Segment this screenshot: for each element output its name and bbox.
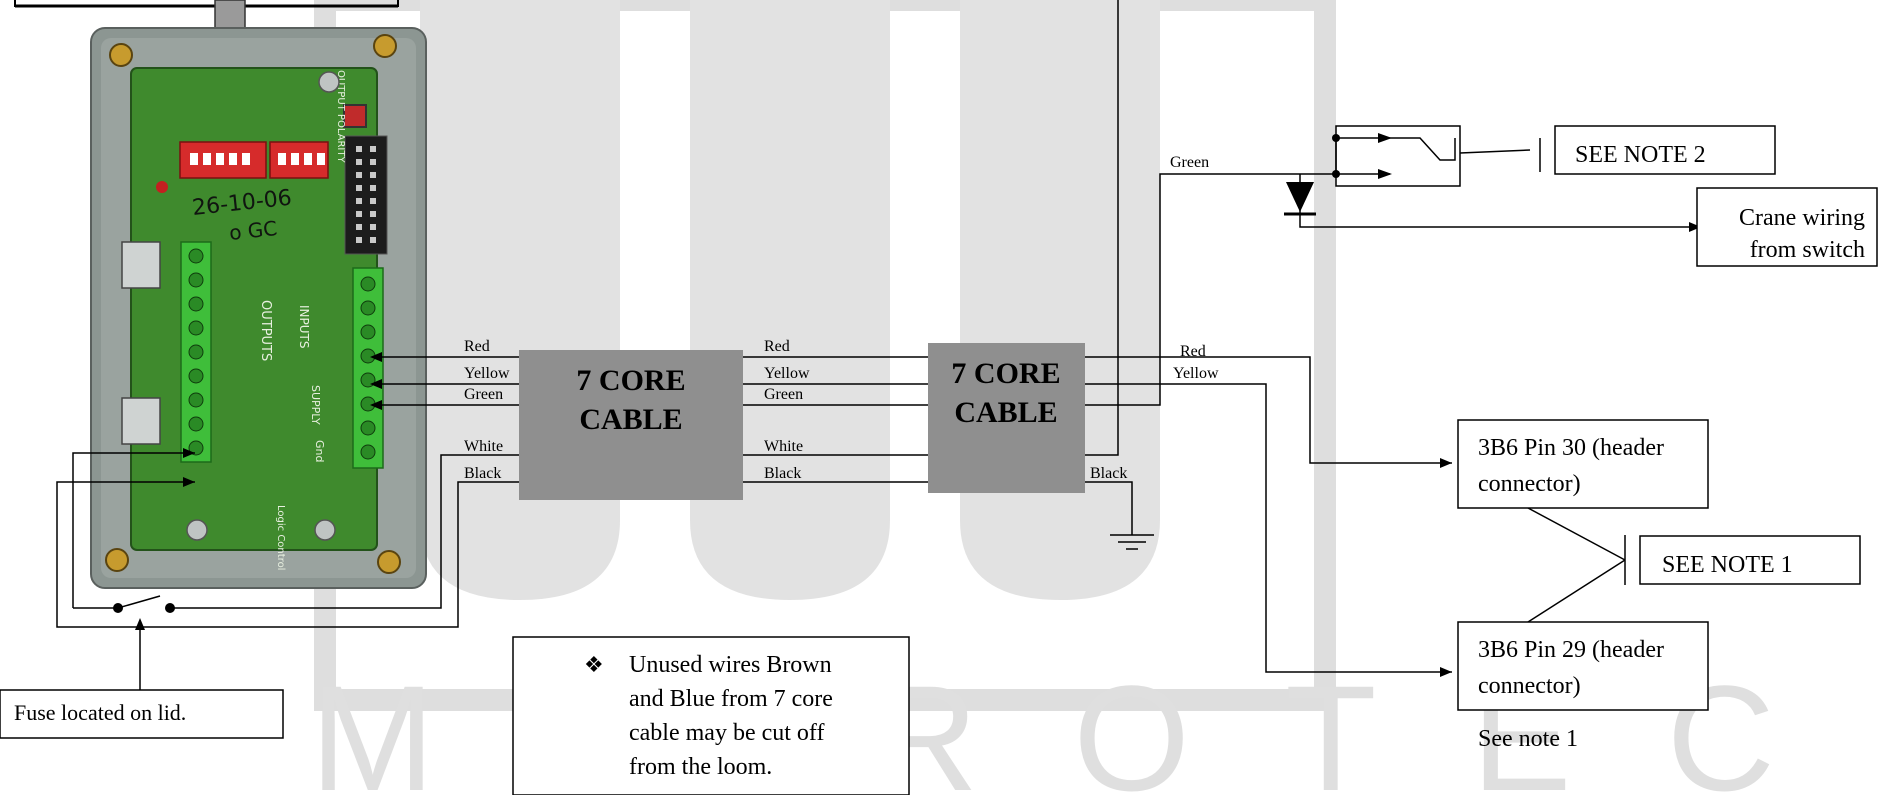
header-pin: [370, 198, 376, 204]
dip-switch-icon: [179, 141, 329, 179]
terminal-block-icon: [180, 241, 384, 469]
terminal-screw: [188, 440, 204, 456]
header-connector-icon: [344, 135, 388, 255]
pcb-silk-inputs: INPUTS: [297, 305, 311, 348]
wire-label-yellow-mid: Yellow: [764, 365, 810, 382]
wire-label-white-mid: White: [764, 438, 803, 455]
header-pin: [356, 172, 362, 178]
header-pin: [370, 237, 376, 243]
terminal-screw: [188, 248, 204, 264]
unused-wires-note-box: [512, 636, 910, 795]
terminal-screw: [188, 296, 204, 312]
pcb-silk-gnd: Gnd: [313, 440, 326, 462]
terminal-screw: [188, 416, 204, 432]
terminal-screw: [360, 324, 376, 340]
wire-label-black-mid: Black: [764, 465, 801, 482]
pin-30-line1: 3B6 Pin 30 (header: [1478, 435, 1664, 461]
pin-29-line2: connector): [1478, 673, 1581, 699]
wire-label-black-right: Black: [1090, 465, 1127, 482]
unused-wires-line1: Unused wires Brown: [629, 652, 832, 678]
header-pin: [356, 211, 362, 217]
pcb-enclosure-photo: 26-10-06 o GC OUTPUTS INPUTS SUPPLY OUTP…: [90, 27, 427, 589]
wire-label-red-left: Red: [464, 338, 490, 355]
crane-wiring-box: [1696, 187, 1878, 267]
seven-core-cable-1: [519, 350, 743, 500]
header-pin: [356, 146, 362, 152]
pin-29-box: [1457, 621, 1709, 711]
header-pin: [370, 146, 376, 152]
wire-labels: Red Yellow Green White Black Red Yellow …: [464, 154, 1219, 482]
crane-wiring-line1: Crane wiring: [1739, 205, 1865, 231]
fuse-note-box: [0, 689, 284, 739]
cable-2-label-line2: CABLE: [954, 396, 1057, 429]
see-note-1-text: SEE NOTE 1: [1662, 552, 1793, 578]
terminal-screw: [188, 320, 204, 336]
header-pin: [370, 185, 376, 191]
terminal-screw: [188, 344, 204, 360]
fuse-switch-icon: [113, 595, 175, 613]
wire-label-yellow-right: Yellow: [1173, 365, 1219, 382]
unused-wires-line3: cable may be cut off: [629, 720, 824, 746]
header-pin: [370, 159, 376, 165]
pin-30-box: [1457, 419, 1709, 509]
wire-label-red-mid: Red: [764, 338, 790, 355]
bullet-diamond-icon: ❖: [584, 653, 604, 678]
pcb-silk-logic: Logic Control: [275, 505, 286, 570]
ground-icon: [1110, 534, 1154, 550]
terminal-screw: [360, 420, 376, 436]
seven-core-cable-2: [928, 343, 1085, 493]
header-pin: [370, 224, 376, 230]
see-note-1-caption: See note 1: [1478, 726, 1578, 752]
see-note-2-text: SEE NOTE 2: [1575, 142, 1706, 168]
unused-wires-line2: and Blue from 7 core: [629, 686, 833, 712]
header-pin: [356, 185, 362, 191]
crane-wiring-line2: from switch: [1750, 237, 1865, 263]
push-button-icon: [343, 104, 367, 128]
led-icon: [156, 181, 168, 193]
terminal-screw: [360, 444, 376, 460]
pcb-silk-supply: SUPPLY: [309, 385, 322, 425]
switch-box: [1335, 125, 1461, 187]
pcb-silk-outputs: OUTPUTS: [258, 300, 273, 361]
see-note-1-box: [1639, 535, 1861, 585]
header-pin: [370, 172, 376, 178]
header-pin: [370, 211, 376, 217]
wire-label-green-mid: Green: [764, 386, 803, 403]
pin-30-line2: connector): [1478, 471, 1581, 497]
header-pin: [356, 237, 362, 243]
fuse-note-text: Fuse located on lid.: [14, 700, 186, 725]
wire-label-red-right: Red: [1180, 343, 1206, 360]
cable-1-label-line2: CABLE: [579, 403, 682, 436]
wiring-lines: [56, 0, 1626, 673]
screw-icon: [105, 34, 401, 574]
cable-2-label-line1: 7 CORE: [951, 357, 1060, 390]
wire-label-green-left: Green: [464, 386, 503, 403]
wire-label-black-left: Black: [464, 465, 501, 482]
terminal-screw: [360, 300, 376, 316]
header-pin: [356, 224, 362, 230]
diode-icon: [1284, 182, 1316, 216]
terminal-screw: [360, 276, 376, 292]
header-pin: [356, 198, 362, 204]
see-note-2-box: [1554, 125, 1776, 175]
terminal-screw: [188, 368, 204, 384]
header-pin: [356, 159, 362, 165]
cable-1-label-line1: 7 CORE: [576, 364, 685, 397]
pcb-handwriting-initials: o GC: [228, 216, 278, 245]
unused-wires-line4: from the loom.: [629, 754, 772, 780]
pcb-silk-polarity: OUTPUT POLARITY: [335, 70, 346, 163]
terminal-screw: [188, 272, 204, 288]
pin-29-line1: 3B6 Pin 29 (header: [1478, 637, 1664, 663]
wire-label-yellow-left: Yellow: [464, 365, 510, 382]
wire-label-green-right: Green: [1170, 154, 1209, 171]
terminal-screw: [188, 392, 204, 408]
wire-label-white-left: White: [464, 438, 503, 455]
